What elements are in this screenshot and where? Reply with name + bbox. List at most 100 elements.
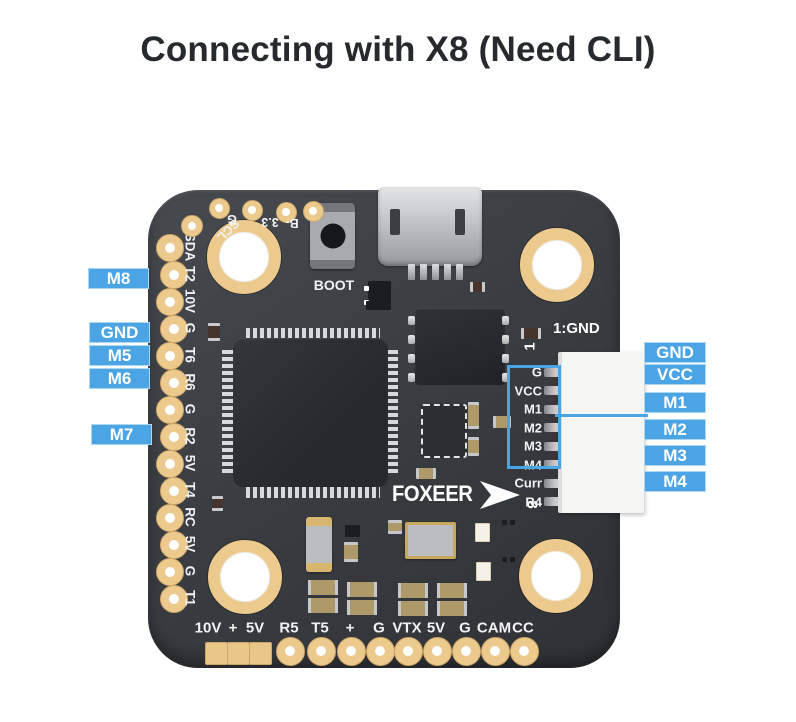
x8-pin-label: Curr bbox=[514, 475, 542, 491]
left-pad-hole bbox=[165, 297, 175, 307]
bottom-pad-label: T5 bbox=[311, 619, 329, 637]
left-pad bbox=[160, 477, 188, 505]
left-pad-hole bbox=[169, 540, 179, 550]
chip8-pin bbox=[408, 373, 415, 382]
x8-pin bbox=[544, 441, 560, 451]
capacitor bbox=[437, 601, 467, 616]
top-pad-label: 3.3 bbox=[261, 215, 279, 229]
bottom-pad-hole bbox=[490, 646, 500, 656]
chip8-pin bbox=[502, 316, 509, 325]
crystal-oscillator bbox=[405, 522, 456, 559]
capacitor bbox=[468, 402, 479, 429]
left-pad bbox=[156, 396, 184, 424]
left-pad-hole bbox=[165, 459, 175, 469]
x8-pin-label: G bbox=[531, 364, 542, 380]
boot-label: BOOT bbox=[313, 277, 355, 293]
capacitor bbox=[344, 542, 358, 562]
bottom-square-pad bbox=[205, 642, 228, 665]
left-pad bbox=[156, 288, 184, 316]
left-pad bbox=[160, 531, 188, 559]
bottom-pad-label: 5V bbox=[245, 619, 265, 637]
chip8-pin bbox=[408, 316, 415, 325]
left-pad-hole bbox=[165, 405, 175, 415]
bottom-pad-hole bbox=[461, 646, 471, 656]
resistor bbox=[208, 323, 220, 341]
left-pad-label: R2 bbox=[182, 427, 198, 445]
crystal-oscillator bbox=[306, 517, 332, 572]
left-pad-label: G bbox=[182, 322, 198, 334]
top-pad bbox=[241, 199, 263, 221]
bottom-pad-hole bbox=[285, 646, 295, 656]
bottom-pad-hole bbox=[346, 646, 356, 656]
boot-button[interactable] bbox=[310, 203, 355, 269]
left-pad-label: RC bbox=[182, 507, 198, 527]
x8-pin bbox=[544, 404, 560, 414]
capacitor bbox=[502, 557, 507, 562]
x8-pin bbox=[544, 423, 560, 432]
left-pad-label: SDA bbox=[182, 232, 198, 262]
bottom-pad bbox=[306, 636, 336, 666]
mcu-pins-left bbox=[222, 350, 233, 474]
x8-pin bbox=[544, 478, 560, 488]
callout-right-m3: M3 bbox=[644, 445, 706, 466]
mcu-chip bbox=[233, 338, 388, 487]
brand-logo-text: FOXEER bbox=[392, 481, 473, 506]
bottom-pad-hole bbox=[403, 646, 413, 656]
x8-pin-label: M1 bbox=[523, 401, 542, 417]
mcu-pins-bottom bbox=[246, 487, 380, 498]
bottom-pad-label: 5V bbox=[426, 619, 446, 637]
left-pad bbox=[160, 315, 188, 343]
capacitor bbox=[510, 557, 515, 562]
capacitor bbox=[308, 580, 338, 595]
usb-pin bbox=[456, 264, 463, 280]
left-pad bbox=[160, 585, 188, 613]
left-pad-label: 10V bbox=[182, 288, 198, 314]
bottom-pad-label: CC bbox=[512, 619, 534, 637]
corner-pad bbox=[181, 215, 203, 237]
capacitor bbox=[510, 520, 515, 525]
chip8-pin bbox=[502, 373, 509, 382]
usb-pin bbox=[444, 264, 451, 280]
capacitor bbox=[345, 525, 360, 537]
x8-pin-label: VCC bbox=[514, 383, 542, 398]
top-pad-hole bbox=[282, 208, 290, 216]
chip8-pin bbox=[408, 354, 415, 363]
bottom-pad-hole bbox=[519, 646, 529, 656]
usb-slot bbox=[390, 209, 400, 235]
mounting-hole bbox=[208, 540, 282, 614]
micro-usb-port bbox=[378, 187, 482, 266]
pin1-note: 1:GND bbox=[553, 320, 600, 337]
corner-pad-hole bbox=[188, 222, 196, 230]
led bbox=[475, 523, 490, 542]
mcu-pins-top bbox=[246, 328, 380, 339]
capacitor bbox=[502, 520, 507, 525]
mounting-hole bbox=[519, 539, 593, 613]
x8-pin bbox=[544, 367, 560, 377]
left-pad-label: T1 bbox=[182, 590, 198, 606]
bottom-pad-label: VTX bbox=[392, 619, 422, 637]
left-pad-hole bbox=[169, 594, 179, 604]
left-pad bbox=[160, 423, 188, 451]
callout-left-m6: M6 bbox=[89, 368, 150, 389]
left-pad bbox=[156, 342, 184, 370]
bottom-pad bbox=[336, 636, 366, 666]
chip8-pin bbox=[408, 335, 415, 344]
callout-left-m5: M5 bbox=[89, 345, 150, 366]
callout-left-gnd: GND bbox=[89, 322, 150, 343]
resistor bbox=[470, 282, 485, 292]
mcu-pins-right bbox=[387, 350, 398, 474]
x8-pin-label: R4 bbox=[525, 494, 542, 509]
capacitor-bank bbox=[308, 580, 338, 613]
capacitor-bank bbox=[398, 583, 428, 616]
left-pad-label: 5V bbox=[182, 535, 198, 553]
bottom-pad bbox=[275, 636, 305, 666]
left-pad-hole bbox=[169, 378, 179, 388]
bottom-square-pad bbox=[249, 642, 272, 665]
top-pad-hole bbox=[248, 206, 256, 214]
top-pad-label: G bbox=[227, 212, 237, 226]
usb-pin bbox=[432, 264, 439, 280]
callout-connector-line bbox=[555, 414, 648, 417]
callout-right-gnd: GND bbox=[644, 342, 706, 363]
capacitor bbox=[437, 583, 467, 598]
capacitor bbox=[468, 437, 479, 456]
